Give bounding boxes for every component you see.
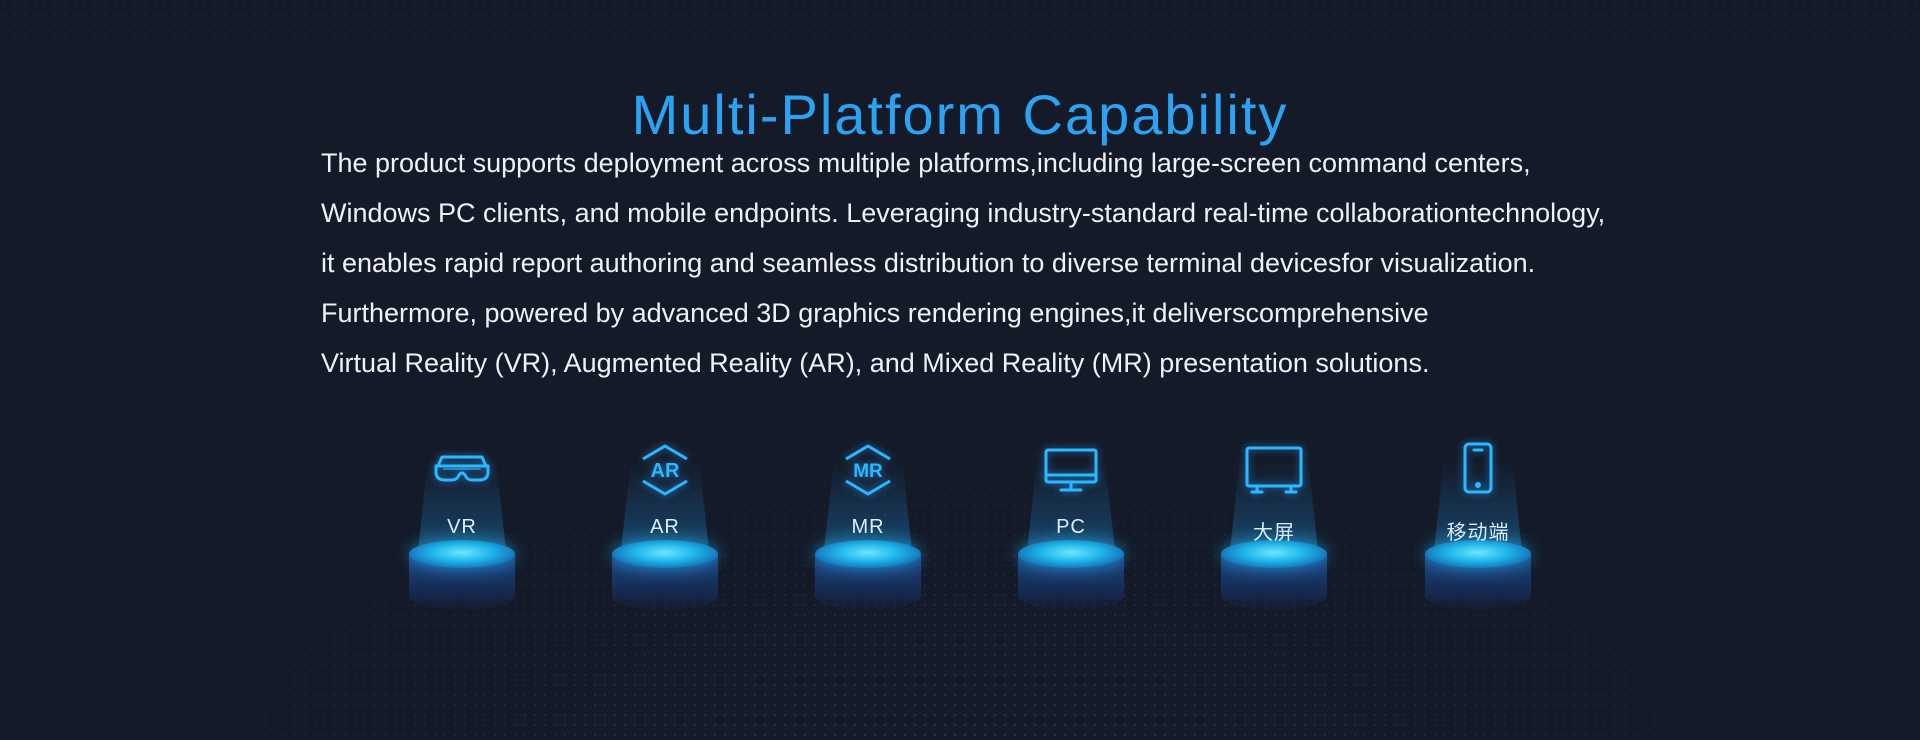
ar-badge-text: AR: [651, 460, 680, 482]
pedestal: [612, 540, 718, 620]
pedestal: [1221, 540, 1327, 620]
pedestal: [1425, 540, 1531, 620]
description-line: The product supports deployment across m…: [321, 148, 1531, 178]
platform-mobile[interactable]: 移动端: [1423, 440, 1533, 620]
description-line: Furthermore, powered by advanced 3D grap…: [321, 298, 1429, 328]
platform-list: VR AR AR MR: [0, 440, 1920, 620]
pc-monitor-icon: [1041, 440, 1101, 500]
platform-label: VR: [447, 516, 477, 538]
section-title: Multi-Platform Capability: [631, 82, 1289, 146]
platform-label: PC: [1056, 516, 1086, 538]
mr-badge-text: MR: [853, 461, 883, 482]
mobile-phone-icon: [1448, 440, 1508, 500]
pedestal-top: [1221, 540, 1327, 568]
platform-label: AR: [650, 516, 680, 538]
platform-pc[interactable]: PC: [1016, 440, 1126, 620]
platform-label: MR: [851, 516, 885, 538]
ar-hexagon-icon: AR: [635, 440, 695, 500]
platform-label: 大屏: [1253, 522, 1295, 544]
description-paragraph: The product supports deployment across m…: [321, 138, 1761, 388]
description-line: it enables rapid report authoring and se…: [321, 248, 1536, 278]
platform-mr[interactable]: MR MR: [813, 440, 923, 620]
platform-large-screen[interactable]: 大屏: [1219, 440, 1329, 620]
platform-vr[interactable]: VR: [407, 440, 517, 620]
pedestal: [1018, 540, 1124, 620]
pedestal-top: [1425, 540, 1531, 568]
pedestal-top: [612, 540, 718, 568]
platform-label: 移动端: [1446, 522, 1510, 544]
large-screen-icon: [1244, 440, 1304, 500]
pedestal-top: [815, 540, 921, 568]
vr-goggles-icon: [432, 440, 492, 500]
pedestal: [815, 540, 921, 620]
pedestal-top: [1018, 540, 1124, 568]
pedestal-top: [409, 540, 515, 568]
description-line: Virtual Reality (VR), Augmented Reality …: [321, 348, 1430, 378]
platform-ar[interactable]: AR AR: [610, 440, 720, 620]
top-dot-pattern: [0, 0, 1920, 140]
pedestal: [409, 540, 515, 620]
description-line: Windows PC clients, and mobile endpoints…: [321, 198, 1606, 228]
mr-hexagon-icon: MR: [838, 440, 898, 500]
